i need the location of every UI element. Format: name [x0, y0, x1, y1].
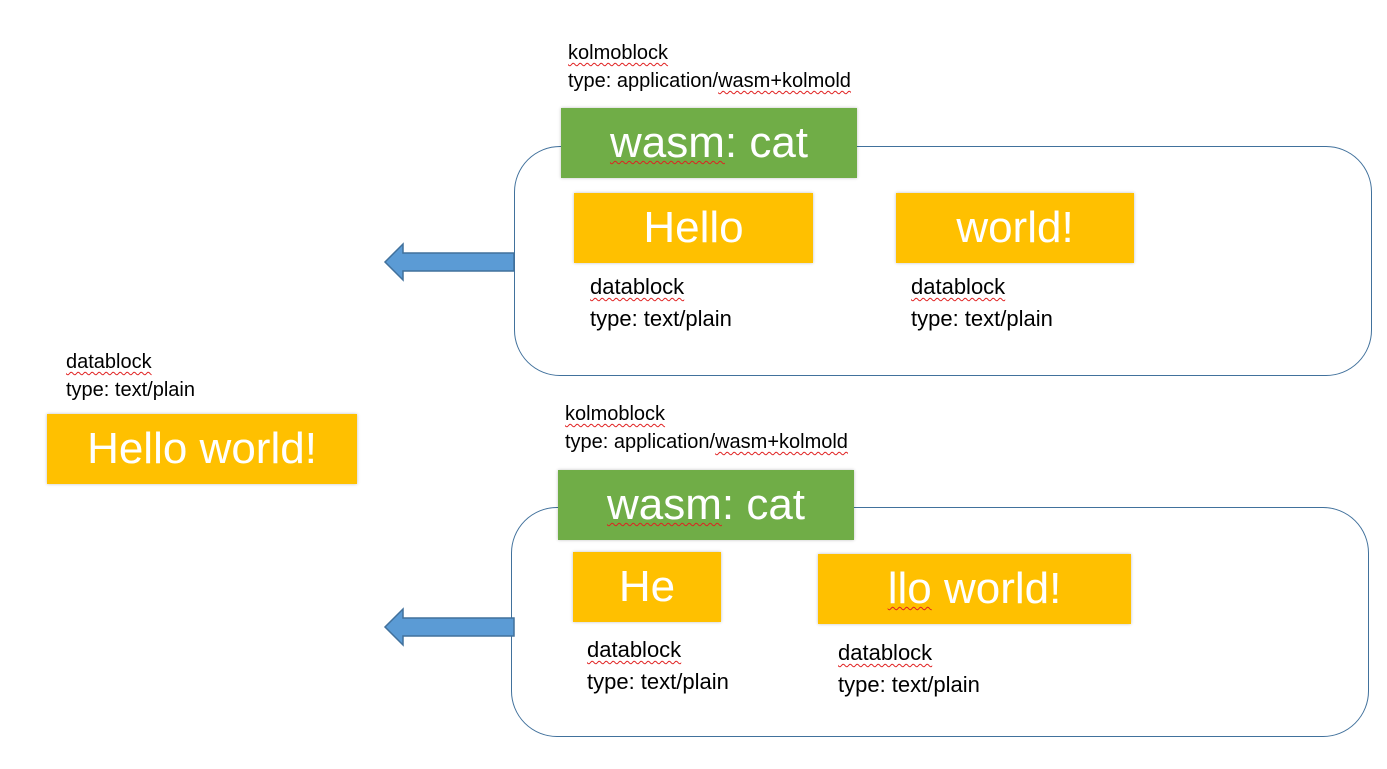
result-kind-label: datablock — [66, 351, 152, 373]
bottom-datablock-2-label: datablock type: text/plain — [838, 640, 980, 697]
bottom-datablock-2: llo world! — [818, 554, 1131, 624]
top-datablock-2: world! — [896, 193, 1134, 263]
bottom-datablock-1-label: datablock type: text/plain — [587, 637, 729, 694]
top-datablock-1-label: datablock type: text/plain — [590, 274, 732, 331]
bottom-datablock-2-text: llo world! — [887, 564, 1062, 613]
result-label: datablock type: text/plain — [66, 348, 195, 404]
top-datablock-1-text: Hello — [643, 203, 744, 252]
bottom-datablock-1: He — [573, 552, 721, 622]
top-wasm-text: wasm: cat — [609, 118, 809, 167]
result-datablock-text: Hello world! — [87, 424, 317, 473]
bottom-wasm-text: wasm: cat — [606, 480, 806, 529]
top-datablock-2-text: world! — [956, 203, 1074, 252]
top-datablock-2-label: datablock type: text/plain — [911, 274, 1053, 331]
top-kolmoblock-label: kolmoblock type: application/wasm+kolmol… — [568, 39, 851, 95]
top-wasm-block: wasm: cat — [561, 108, 857, 178]
bottom-kolmoblock-type: type: application/wasm+kolmold — [565, 431, 848, 453]
top-kolmoblock-kind: kolmoblock — [568, 42, 669, 64]
bottom-wasm-block: wasm: cat — [558, 470, 854, 540]
bottom-kolmoblock-label: kolmoblock type: application/wasm+kolmol… — [565, 400, 848, 456]
top-arrow-left-icon — [383, 242, 515, 282]
top-kolmoblock-type: type: application/wasm+kolmold — [568, 70, 851, 92]
bottom-kolmoblock-kind: kolmoblock — [565, 403, 666, 425]
bottom-datablock-1-text: He — [618, 562, 676, 611]
result-type-label: type: text/plain — [66, 379, 195, 401]
bottom-arrow-left-icon — [383, 607, 515, 647]
top-datablock-1: Hello — [574, 193, 813, 263]
result-datablock: Hello world! — [47, 414, 357, 484]
